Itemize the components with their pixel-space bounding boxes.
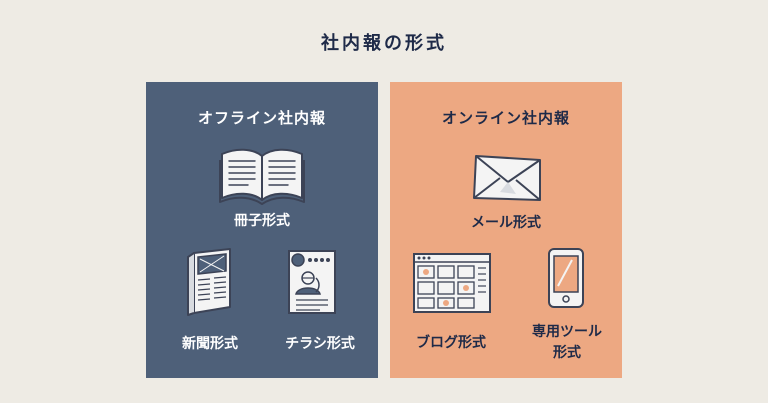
envelope-icon — [470, 152, 546, 204]
flyer-icon — [286, 248, 338, 316]
online-panel: オンライン社内報 メール形式 — [390, 82, 622, 378]
smartphone-icon — [546, 246, 586, 310]
blog-window-icon — [412, 252, 492, 314]
online-panel-title: オンライン社内報 — [441, 109, 570, 127]
page-title: 社内報の形式 — [321, 33, 447, 54]
offline-item-booklet-label: 冊子形式 — [234, 213, 290, 229]
offline-item-newspaper-label: 新聞形式 — [182, 336, 238, 352]
newspaper-icon — [184, 247, 234, 317]
offline-panel: オフライン社内報 冊子形式 — [146, 82, 378, 378]
offline-item-flyer-label: チラシ形式 — [285, 336, 355, 352]
online-item-tool-label-line2: 形式 — [553, 345, 581, 361]
online-item-blog-label: ブログ形式 — [416, 335, 486, 351]
online-item-tool-label-line1: 専用ツール — [532, 324, 602, 340]
open-book-icon — [218, 146, 306, 206]
offline-panel-title: オフライン社内報 — [197, 109, 326, 127]
online-item-email-label: メール形式 — [471, 215, 541, 231]
